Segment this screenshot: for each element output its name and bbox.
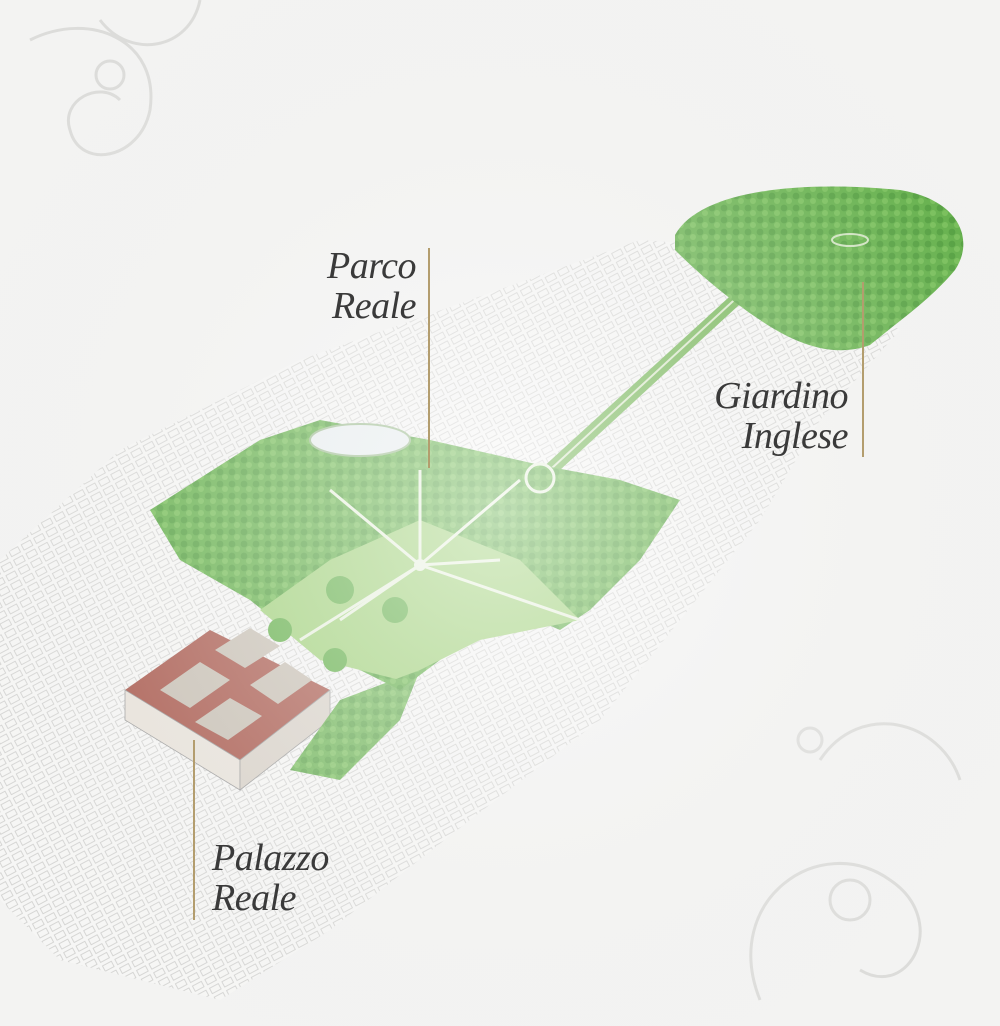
label-parco-reale: Parco Reale: [322, 246, 416, 326]
label-parco-reale-line2: Reale: [331, 285, 417, 327]
label-parco-reale-line1: Parco: [327, 245, 416, 287]
label-palazzo-reale-line2: Reale: [212, 877, 297, 919]
leader-line-giardino-inglese: [862, 282, 864, 457]
leader-line-parco-reale: [428, 248, 430, 468]
label-giardino-inglese: Giardino Inglese: [700, 376, 848, 456]
label-giardino-inglese-line1: Giardino: [714, 375, 848, 417]
label-palazzo-reale: Palazzo Reale: [212, 838, 329, 918]
label-giardino-inglese-line2: Inglese: [741, 415, 849, 457]
leader-line-palazzo-reale: [193, 740, 195, 920]
label-palazzo-reale-line1: Palazzo: [212, 837, 329, 879]
